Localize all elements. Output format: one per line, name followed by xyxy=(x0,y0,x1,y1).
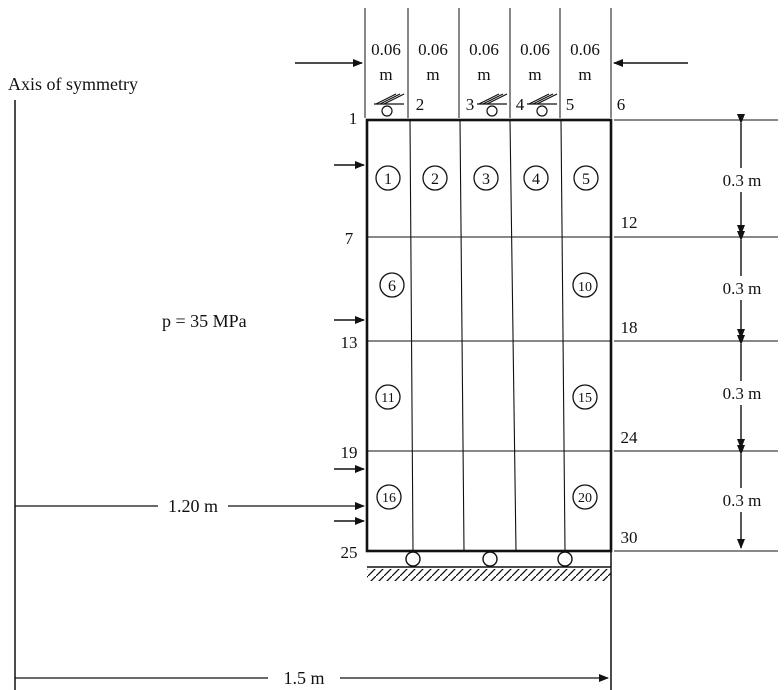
element-15-label: 15 xyxy=(578,391,592,406)
pressure-arrows xyxy=(334,161,365,525)
inner-radius-label: 1.20 m xyxy=(168,496,218,516)
node-25-label: 25 xyxy=(341,543,358,562)
node-6-label: 6 xyxy=(617,95,626,114)
col-width-unit: m xyxy=(477,65,490,84)
col-width-value: 0.06 xyxy=(469,40,499,59)
outer-radius-dimension: 1.5 m xyxy=(15,668,609,688)
col-width-unit: m xyxy=(379,65,392,84)
axis-of-symmetry-label: Axis of symmetry xyxy=(8,74,138,94)
mesh-body xyxy=(365,118,613,553)
column-header-lines xyxy=(364,8,612,118)
col-width-value: 0.06 xyxy=(371,40,401,59)
col-width-value: 0.06 xyxy=(570,40,600,59)
node-19-label: 19 xyxy=(341,443,358,462)
node-18-label: 18 xyxy=(621,318,638,337)
outer-radius-label: 1.5 m xyxy=(283,668,324,688)
element-4-label: 4 xyxy=(532,171,540,188)
element-5-label: 5 xyxy=(582,171,590,188)
element-1-label: 1 xyxy=(384,171,392,188)
col-width-unit: m xyxy=(426,65,439,84)
element-20-label: 20 xyxy=(578,491,592,506)
right-extension-lines xyxy=(614,119,778,552)
row-height-label: 0.3 m xyxy=(723,384,762,403)
node-5-label: 5 xyxy=(566,95,575,114)
top-roller-supports xyxy=(374,93,558,117)
row-height-label: 0.3 m xyxy=(723,171,762,190)
node-1-label: 1 xyxy=(349,109,358,128)
row-height-label: 0.3 m xyxy=(723,279,762,298)
node-12-label: 12 xyxy=(621,213,638,232)
column-width-labels: 0.06 m 0.06 m 0.06 m 0.06 m 0.06 m xyxy=(371,40,600,84)
ground-hatch xyxy=(367,566,611,581)
inner-radius-dimension: 1.20 m xyxy=(15,496,365,516)
element-16-label: 16 xyxy=(382,491,396,506)
node-7-label: 7 xyxy=(345,229,354,248)
node-4-label: 4 xyxy=(516,95,525,114)
col-width-value: 0.06 xyxy=(520,40,550,59)
col-width-unit: m xyxy=(528,65,541,84)
node-30-label: 30 xyxy=(621,528,638,547)
node-2-label: 2 xyxy=(416,95,425,114)
node-24-label: 24 xyxy=(621,428,639,447)
node-13-label: 13 xyxy=(341,333,358,352)
row-height-dimensions: 0.3 m 0.3 m 0.3 m 0.3 m xyxy=(712,114,770,549)
element-10-label: 10 xyxy=(578,280,592,295)
node-3-label: 3 xyxy=(466,95,475,114)
element-11-label: 11 xyxy=(381,391,394,406)
element-6-label: 6 xyxy=(388,278,396,295)
col-width-unit: m xyxy=(578,65,591,84)
pressure-label: p = 35 MPa xyxy=(162,311,247,331)
row-height-label: 0.3 m xyxy=(723,491,762,510)
element-3-label: 3 xyxy=(482,171,490,188)
element-2-label: 2 xyxy=(431,171,439,188)
node-labels: 1 2 3 4 5 6 7 12 13 18 19 24 25 30 xyxy=(341,95,639,562)
element-labels: 1 2 3 4 5 6 10 11 15 16 20 xyxy=(375,165,599,510)
bottom-roller-supports xyxy=(405,551,573,567)
col-width-value: 0.06 xyxy=(418,40,448,59)
